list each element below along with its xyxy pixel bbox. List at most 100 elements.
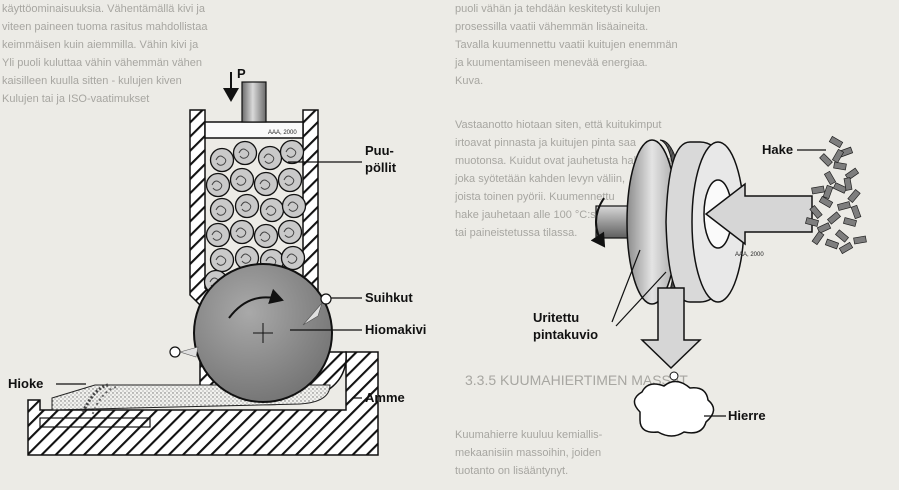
log-ring — [283, 175, 295, 186]
bg-line: mekaanisiin massoihin, joiden — [455, 447, 601, 459]
wood-chip — [843, 177, 853, 191]
bg-line: käyttöominaisuuksia. Vähentämällä kivi j… — [2, 3, 206, 15]
label-hioke: Hioke — [8, 376, 43, 391]
log-ring — [240, 253, 252, 264]
wood-chip — [819, 153, 833, 167]
log-ring — [215, 255, 227, 266]
spray-right — [302, 302, 323, 326]
log-ring — [265, 205, 277, 216]
bg-line: prosessilla vaatii vähemmän lisäaineita. — [455, 21, 648, 33]
wood-chip — [811, 185, 825, 195]
label-hierre: Hierre — [728, 408, 766, 423]
wood-chip — [833, 161, 847, 171]
wood-chip — [822, 184, 834, 200]
log — [281, 193, 307, 219]
leader-line — [615, 271, 667, 327]
spray-left — [178, 346, 199, 358]
pulp-cloud — [633, 380, 715, 437]
chip-inflow-arrow — [704, 182, 813, 246]
log-ring — [285, 147, 297, 158]
log — [205, 172, 231, 198]
label-amme: Amme — [365, 390, 405, 405]
bg-line: tuotanto on lisääntynyt. — [455, 465, 568, 477]
bg-line: tai paineistetussa tilassa. — [455, 227, 577, 239]
bg-line: ja kuumentamiseen menevää energiaa. — [454, 57, 648, 69]
wood-chip — [847, 188, 861, 204]
right-labels: Hake Uritettu pintakuvio Hierre — [533, 142, 826, 423]
log-ring — [286, 253, 298, 264]
log — [279, 139, 305, 165]
wood-chip — [828, 135, 844, 149]
log-ring — [259, 179, 271, 190]
bg-line: joka syötetään kahden levyn väliin, — [454, 173, 625, 185]
log-ring — [283, 227, 295, 238]
log-ring — [263, 153, 275, 164]
log — [277, 167, 303, 193]
leader-line — [611, 249, 641, 323]
label-puupollit-2: pöllit — [365, 160, 397, 175]
pulp-stream — [80, 383, 109, 415]
bg-line: Yli puoli kuluttaa vähin vähemmän vähen — [2, 57, 202, 69]
bg-line: Kulujen tai ja ISO-vaatimukset — [2, 93, 149, 105]
log — [229, 219, 255, 245]
background-text: käyttöominaisuuksia. Vähentämällä kivi j… — [2, 3, 688, 477]
shaft-rotation-arrow — [590, 197, 606, 248]
log — [229, 167, 255, 193]
bg-line: irtoavat pinnasta ja kuitujen pinta saa — [455, 137, 637, 149]
rotation-arrow — [228, 288, 284, 319]
wood-chip — [823, 170, 837, 186]
wood-chip — [853, 235, 867, 245]
wood-chip — [818, 195, 834, 209]
wood-chip — [842, 217, 858, 227]
pulp-outflow-arrow — [640, 287, 702, 370]
outlet-plate — [39, 417, 151, 428]
log-ring — [211, 230, 223, 241]
wood-chips — [804, 135, 867, 255]
log-ring — [235, 227, 247, 238]
wood-chip — [826, 211, 842, 225]
label-p: P — [237, 66, 246, 81]
bg-line: puoli vähän ja tehdään keskitetysti kulu… — [455, 3, 660, 15]
bg-line: kaisilleen kuulla sitten - kulujen kiven — [2, 75, 182, 87]
label-uritettu-2: pintakuvio — [533, 327, 598, 342]
watermark: AAA, 2000 — [735, 252, 764, 258]
label-suihkut: Suihkut — [365, 290, 413, 305]
log — [209, 197, 235, 223]
log — [234, 193, 260, 219]
bg-line: viteen paineen tuoma rasitus mahdollista… — [2, 21, 208, 33]
log — [280, 245, 306, 271]
pressure-rod — [241, 81, 267, 123]
bg-line: Vastaanotto hiotaan siten, että kuitukim… — [455, 119, 661, 131]
log — [232, 140, 258, 166]
refiner: AAA, 2000 — [590, 135, 867, 437]
label-hiomakivi: Hiomakivi — [365, 322, 426, 337]
log — [205, 222, 231, 248]
bg-line: keimmäisen kuin aiemmilla. Vähin kivi ja — [2, 39, 199, 51]
log — [253, 171, 279, 197]
spray-nozzle-left — [169, 346, 181, 358]
wood-chip — [844, 167, 860, 181]
wood-chip — [832, 182, 848, 194]
log-ring — [215, 155, 227, 166]
wood-chip — [831, 148, 845, 164]
wood-chip — [850, 204, 862, 220]
log — [259, 197, 285, 223]
log-ring — [215, 205, 227, 216]
pulp-stream-2 — [91, 386, 117, 417]
label-puupollit-1: Puu- — [365, 143, 394, 158]
watermark: AAA, 2000 — [268, 130, 297, 136]
wood-chip — [824, 238, 840, 250]
bg-line: Kuumahierre kuuluu kemiallis- — [455, 429, 603, 441]
wood-chip — [809, 204, 823, 220]
wood-chip — [804, 217, 820, 227]
log — [209, 247, 235, 273]
wood-chip — [838, 241, 854, 255]
wood-chip — [811, 230, 825, 246]
log-ring — [240, 201, 252, 212]
label-uritettu-1: Uritettu — [533, 310, 579, 325]
log-ring — [211, 180, 223, 191]
log-ring — [238, 148, 250, 159]
bg-line: joista toinen pyörii. Kuumennettu — [454, 191, 615, 203]
log-ring — [235, 175, 247, 186]
log — [253, 223, 279, 249]
